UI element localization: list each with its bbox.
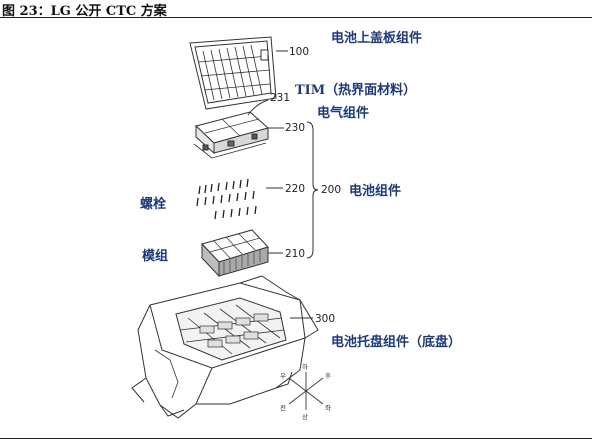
bolts-drawing xyxy=(196,178,257,220)
bracket-200 xyxy=(306,121,319,259)
ref-300: 300 xyxy=(315,313,335,325)
ref-230: 230 xyxy=(285,122,305,134)
compass-down: 상 xyxy=(302,412,308,421)
leader-231 xyxy=(247,99,269,116)
compass-up: 하 xyxy=(302,362,308,371)
compass-lower-right: 좌 xyxy=(325,403,331,412)
label-electrical: 电气组件 xyxy=(317,105,369,121)
label-battery-assembly: 电池组件 xyxy=(349,183,401,199)
ref-231: 231 xyxy=(270,92,290,104)
direction-compass xyxy=(288,372,324,410)
module-drawing xyxy=(201,229,269,278)
bottom-rule xyxy=(0,438,592,439)
ref-200: 200 xyxy=(321,184,341,196)
ref-210: 210 xyxy=(285,248,305,260)
label-tim: TIM（热界面材料） xyxy=(295,82,416,98)
label-top-cover: 电池上盖板组件 xyxy=(331,30,422,46)
label-tray: 电池托盘组件（底盘） xyxy=(331,334,461,350)
label-bolts: 螺栓 xyxy=(140,196,166,212)
electrical-assembly-drawing xyxy=(193,111,270,159)
compass-upper-right: 후 xyxy=(325,372,331,380)
compass-upper-left: 우 xyxy=(280,372,286,380)
compass-lower-left: 전 xyxy=(280,403,286,412)
top-rule xyxy=(0,17,592,18)
top-cover-drawing xyxy=(189,36,277,110)
figure-title: 图 23：LG 公开 CTC 方案 xyxy=(2,4,167,19)
label-module: 模组 xyxy=(142,248,168,264)
ref-220: 220 xyxy=(285,183,305,195)
ref-100: 100 xyxy=(289,46,309,58)
battery-tray-drawing xyxy=(131,275,319,419)
